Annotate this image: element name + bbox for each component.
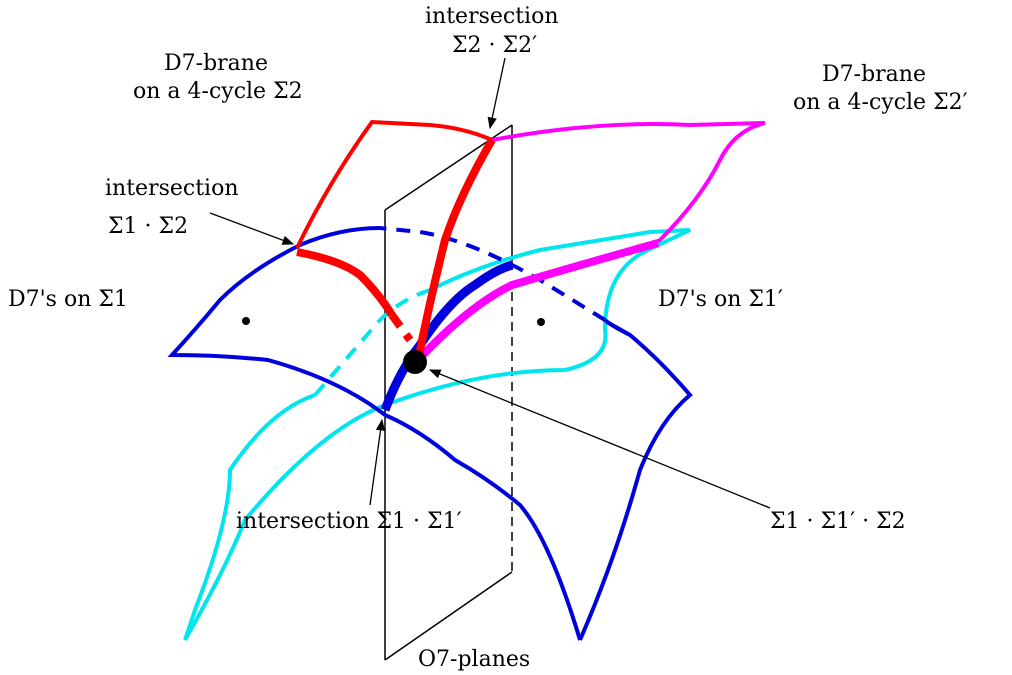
label-d7-brane-left-cycle: on a 4-cycle Σ2 <box>133 79 303 104</box>
label-d7-brane-right-cycle: on a 4-cycle Σ2′ <box>793 90 968 115</box>
label-d7s-on-sigma1p: D7's on Σ1′ <box>658 287 783 312</box>
sigma1-marker-dot <box>242 317 250 325</box>
label-d7-brane-left: D7-brane <box>164 51 268 76</box>
label-intersection-top: intersection <box>425 4 559 29</box>
label-sigma2-sigma2p: Σ2 · Σ2′ <box>452 33 537 58</box>
sigma1-surface <box>167 226 693 641</box>
arrow-triple-intersection <box>428 369 771 509</box>
sigma2-surface <box>295 119 496 361</box>
label-intersection-bottom: intersection Σ1 · Σ1′ <box>236 509 462 534</box>
label-d7-brane-right: D7-brane <box>822 62 926 87</box>
triple-intersection-point <box>403 350 427 374</box>
label-triple-intersection: Σ1 · Σ1′ · Σ2 <box>770 509 906 534</box>
label-sigma1-sigma2: Σ1 · Σ2 <box>108 214 188 239</box>
arrow-sigma2-sigma2p <box>487 57 506 130</box>
sigma2p-surface <box>415 121 766 363</box>
sigma1p-surface <box>183 228 691 641</box>
arrow-sigma1-sigma2 <box>209 212 295 245</box>
sigma1-sigma1p-intersection-curve <box>380 260 514 412</box>
label-d7s-on-sigma1: D7's on Σ1 <box>8 287 128 312</box>
label-intersection-left: intersection <box>105 176 239 201</box>
label-o7-planes: O7-planes <box>418 647 530 672</box>
sigma1p-marker-dot <box>537 318 545 326</box>
arrow-sigma1-sigma1p <box>369 418 386 506</box>
o7-plane <box>384 124 513 661</box>
